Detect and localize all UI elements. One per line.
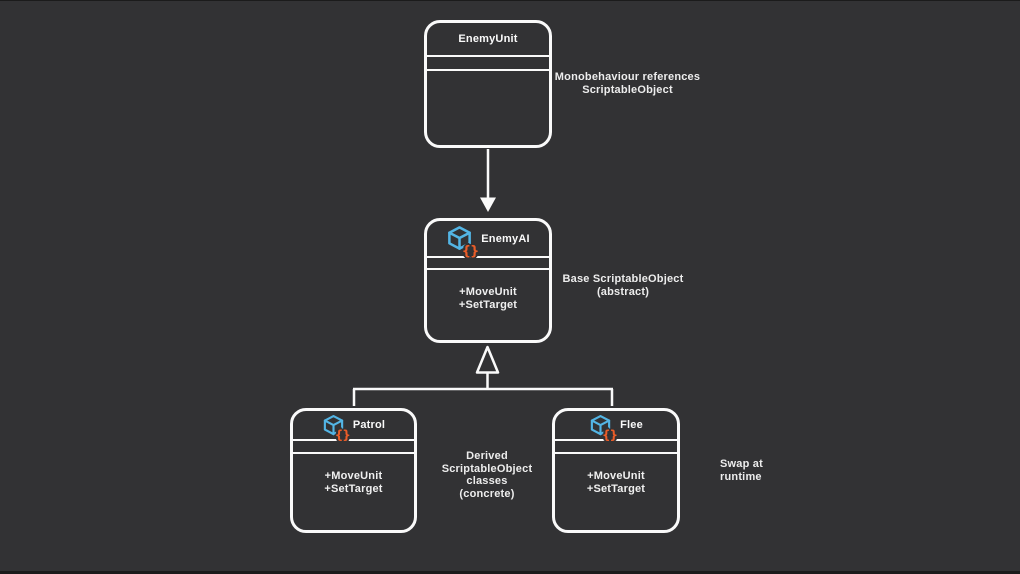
class-node-enemyai: {} EnemyAI +MoveUnit +SetTarget: [424, 218, 552, 343]
method-label: +SetTarget: [458, 298, 518, 311]
fields-section: [427, 258, 549, 268]
fields-section: [293, 441, 414, 452]
fields-section: [427, 57, 549, 69]
letterbox-edge-top: [0, 0, 1020, 1]
annotation-line: Monobehaviour references: [554, 71, 701, 83]
method-label: +MoveUnit: [587, 470, 645, 482]
class-node-flee: {} Flee +MoveUnit +SetTarget: [552, 408, 680, 533]
methods-section: [427, 71, 549, 145]
annotation-derived-classes: Derived ScriptableObject classes (concre…: [417, 450, 557, 500]
node-title-row: {} EnemyAI: [427, 221, 549, 258]
node-title-row: {} Flee: [555, 411, 677, 441]
class-node-patrol: {} Patrol +MoveUnit +SetTarget: [290, 408, 417, 533]
node-title: EnemyUnit: [458, 33, 518, 45]
methods-section: +MoveUnit +SetTarget: [293, 454, 414, 530]
node-title-row: {} Patrol: [293, 411, 414, 441]
section-divider: [427, 256, 549, 258]
annotation-line: Swap at: [720, 458, 763, 470]
node-title-row: EnemyUnit: [427, 23, 549, 55]
methods-section: +MoveUnit +SetTarget: [555, 454, 677, 530]
method-label: +SetTarget: [586, 482, 646, 495]
inheritance-triangle-icon: [475, 345, 500, 374]
section-divider: [427, 268, 549, 270]
annotation-line: (abstract): [596, 285, 650, 298]
annotation-line: ScriptableObject: [582, 83, 673, 96]
association-arrowhead-icon: [480, 197, 496, 212]
node-title: Flee: [620, 419, 643, 431]
braces-glyph: {}: [602, 427, 618, 442]
fields-section: [555, 441, 677, 452]
scriptableobject-icon: {}: [446, 225, 479, 258]
section-divider: [293, 452, 414, 454]
section-divider: [427, 69, 549, 71]
annotation-base-scriptableobject: Base ScriptableObject (abstract): [543, 273, 703, 298]
section-divider: [293, 439, 414, 441]
annotation-monobehaviour-references: Monobehaviour references ScriptableObjec…: [545, 71, 710, 96]
method-label: +MoveUnit: [324, 470, 383, 482]
braces-glyph: {}: [461, 244, 479, 259]
annotation-line: Base ScriptableObject: [562, 273, 684, 285]
method-label: +MoveUnit: [459, 286, 517, 298]
braces-glyph: {}: [334, 427, 351, 442]
annotation-line: (concrete): [459, 487, 515, 500]
section-divider: [555, 439, 677, 441]
annotation-line: classes: [466, 475, 508, 487]
scriptableobject-icon: {}: [322, 414, 351, 441]
annotation-swap-at-runtime: Swap at runtime: [720, 458, 800, 483]
section-divider: [427, 55, 549, 57]
method-label: +SetTarget: [324, 482, 383, 495]
annotation-line: runtime: [720, 470, 762, 483]
annotation-line: Derived: [466, 450, 508, 462]
letterbox-edge-bottom: [0, 571, 1020, 574]
node-title: EnemyAI: [481, 232, 530, 245]
annotation-line: ScriptableObject: [441, 462, 533, 475]
class-node-enemyunit: EnemyUnit: [424, 20, 552, 148]
node-title: Patrol: [352, 419, 386, 431]
scriptableobject-icon: {}: [589, 414, 618, 441]
methods-section: +MoveUnit +SetTarget: [427, 270, 549, 340]
section-divider: [555, 452, 677, 454]
